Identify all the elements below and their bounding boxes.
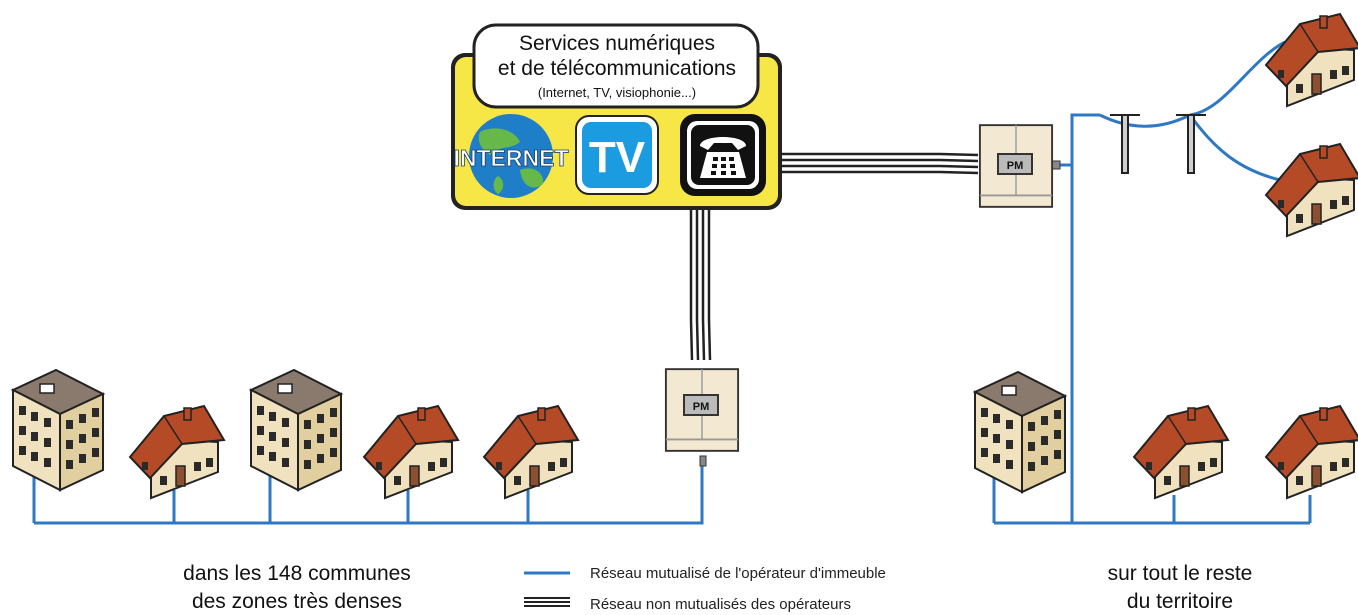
pm-cabinet-rest: PM xyxy=(978,124,1061,208)
services-box: Services numériques et de télécommunicat… xyxy=(451,23,782,210)
rest-territory-caption-line1: sur tout le reste xyxy=(1108,562,1253,585)
house xyxy=(1265,143,1358,237)
rest-territory-caption-line2: du territoire xyxy=(1127,590,1233,613)
tv-icon: TV xyxy=(575,115,659,195)
dense-zone-caption-line2: des zones très denses xyxy=(192,590,402,613)
shared-network xyxy=(32,40,1312,525)
internet-globe-icon: INTERNET xyxy=(453,114,569,198)
svg-text:TV: TV xyxy=(589,133,646,182)
services-title-line1: Services numériques xyxy=(519,32,715,55)
rest-territory-buildings xyxy=(974,13,1358,499)
house xyxy=(363,405,459,499)
services-subtitle: (Internet, TV, visiophonie...) xyxy=(538,85,696,100)
pm-label: PM xyxy=(1007,160,1024,172)
house xyxy=(1133,405,1229,499)
legend-operator-label: Réseau non mutualisés des opérateurs xyxy=(590,596,851,613)
utility-poles xyxy=(1110,114,1206,174)
dense-zone-buildings xyxy=(12,369,579,499)
pm-cabinet-dense: PM xyxy=(664,368,740,467)
house xyxy=(483,405,579,499)
operator-cables xyxy=(689,152,979,361)
svg-text:INTERNET: INTERNET xyxy=(454,145,569,171)
legend: Réseau mutualisé de l'opérateur d'immeub… xyxy=(524,565,886,613)
legend-operator-swatch xyxy=(524,597,570,607)
house xyxy=(1265,405,1358,499)
house xyxy=(129,405,225,499)
house xyxy=(1265,13,1358,107)
legend-shared-label: Réseau mutualisé de l'opérateur d'immeub… xyxy=(590,565,886,582)
pm-label: PM xyxy=(693,401,710,413)
apartment-building xyxy=(12,369,104,491)
apartment-building xyxy=(974,371,1066,493)
telephone-icon xyxy=(680,114,766,196)
services-title-line2: et de télécommunications xyxy=(498,57,736,80)
apartment-building xyxy=(250,369,342,491)
dense-zone-caption-line1: dans les 148 communes xyxy=(183,562,411,585)
